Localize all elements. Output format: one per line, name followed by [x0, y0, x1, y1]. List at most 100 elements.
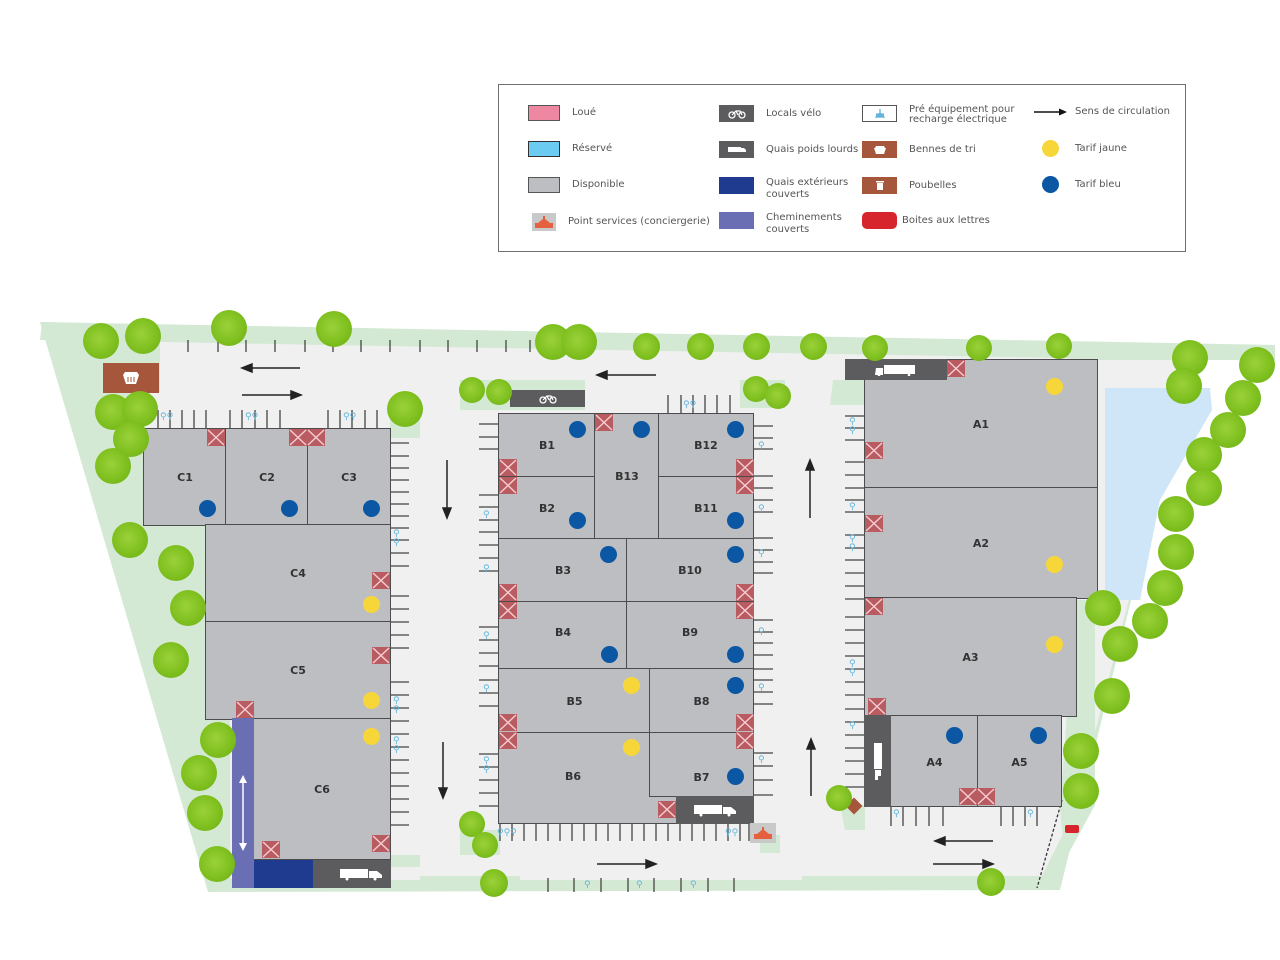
legend-label: Locals vélo — [766, 107, 822, 119]
tarif-jaune-dot-icon — [363, 596, 380, 613]
loading-door-icon — [736, 584, 754, 601]
loading-door-icon — [865, 442, 883, 459]
truck-dock-overlay — [845, 359, 947, 380]
truck-icon — [719, 141, 754, 158]
tree-icon — [743, 333, 770, 360]
tarif-jaune-dot-icon — [1046, 378, 1063, 395]
tree-icon — [1158, 496, 1194, 532]
tarif-bleu-dot-icon — [727, 677, 744, 694]
legend-item-reserve: Réservé — [528, 141, 612, 157]
concierge-point — [750, 823, 776, 843]
tarif-bleu-dot-icon — [569, 421, 586, 438]
covered-walkway-swatch — [719, 212, 754, 229]
tarif-jaune-dot-icon — [623, 739, 640, 756]
ev-charging-icon: ⚲⚲ — [849, 417, 856, 436]
unit-A5[interactable]: A5 — [977, 715, 1062, 807]
tree-icon — [966, 335, 992, 361]
ev-charging-icon: ⚲ — [849, 721, 856, 731]
ev-charging-icon: ⚲⚲ — [725, 828, 739, 838]
legend-item-poubelles: Poubelles — [862, 177, 957, 194]
unit-B13[interactable]: B13 — [594, 413, 660, 540]
tarif-bleu-dot-icon — [727, 512, 744, 529]
loading-door-icon — [499, 732, 517, 749]
loading-door-icon — [307, 429, 325, 446]
unit-label: B10 — [678, 564, 702, 577]
tree-icon — [800, 333, 827, 360]
tree-icon — [181, 755, 217, 791]
loading-door-icon — [736, 714, 754, 731]
legend-item-disponible: Disponible — [528, 177, 625, 193]
tarif-bleu-dot-icon — [727, 421, 744, 438]
loading-door-icon — [658, 801, 676, 818]
loading-door-icon — [595, 414, 613, 431]
legend-label: Réservé — [572, 143, 613, 154]
ev-charging-icon — [862, 105, 897, 122]
tarif-bleu-dot-icon — [569, 512, 586, 529]
bike-icon — [538, 394, 557, 404]
tree-icon — [472, 832, 498, 858]
truck-icon — [340, 869, 382, 881]
tree-icon — [1063, 733, 1099, 769]
legend-label: Boites aux lettres — [902, 214, 990, 226]
tree-icon — [486, 379, 512, 405]
sorting-bins — [103, 363, 159, 393]
tree-icon — [1063, 773, 1099, 809]
legend-label: Tarif jaune — [1075, 142, 1127, 154]
tree-icon — [1147, 570, 1183, 606]
bike-shelter — [510, 390, 585, 407]
unit-label: C3 — [341, 470, 357, 484]
tree-icon — [1046, 333, 1072, 359]
reserved-swatch — [528, 141, 560, 157]
ev-charging-icon: ⚲⚲ — [160, 412, 174, 422]
ev-charging-icon: ⚲ — [690, 880, 697, 890]
tarif-jaune-dot-icon — [1046, 556, 1063, 573]
loading-door-icon — [372, 647, 390, 664]
loading-door-icon — [736, 459, 754, 476]
legend-item-boites-aux-lettres: Boites aux lettres — [862, 212, 990, 229]
ev-charging-icon: ⚲⚲⚲ — [497, 828, 517, 838]
unit-A2[interactable]: A2 — [864, 487, 1098, 599]
legend-label: Cheminements couverts — [766, 212, 842, 235]
legend-label: Bennes de tri — [909, 143, 976, 155]
unit-label: B13 — [615, 470, 639, 483]
unit-label: B1 — [538, 439, 556, 452]
ev-charging-icon: ⚲ — [849, 502, 856, 512]
tree-icon — [83, 323, 119, 359]
tree-icon — [480, 869, 508, 897]
unit-A3[interactable]: A3 — [864, 597, 1077, 717]
tree-icon — [1186, 470, 1222, 506]
legend-item-quais-exterieurs: Quais extérieurs couverts — [719, 177, 856, 201]
unit-label: B12 — [694, 439, 718, 452]
tree-icon — [316, 311, 352, 347]
ev-charging-icon: ⚲⚲ — [245, 412, 259, 422]
concierge-icon — [754, 827, 772, 839]
legend-label: Loué — [572, 107, 597, 118]
unit-label: A4 — [926, 755, 943, 769]
tree-icon — [1166, 368, 1202, 404]
sorting-bin-icon — [123, 372, 139, 384]
unit-label: B11 — [694, 501, 718, 515]
unit-B12[interactable]: B12 — [658, 413, 754, 478]
ev-charging-icon: ⚲⚲ — [849, 534, 856, 553]
unit-C4[interactable]: C4 — [205, 524, 391, 623]
loading-door-icon — [736, 477, 754, 494]
parking-ticks-top — [187, 340, 531, 352]
legend-item-tarif-bleu: Tarif bleu — [1034, 176, 1121, 193]
truck-icon — [873, 743, 882, 780]
unit-B10[interactable]: B10 — [626, 538, 754, 603]
unit-C5[interactable]: C5 — [205, 621, 391, 720]
ev-charging-icon: ⚲ — [483, 631, 490, 641]
tree-icon — [765, 383, 791, 409]
legend-label: Disponible — [572, 179, 625, 190]
legend-item-quais-poids-lourds: Quais poids lourds — [719, 141, 858, 158]
legend-item-cheminements: Cheminements couverts — [719, 212, 856, 236]
legend-item-sens-circulation: Sens de circulation — [1034, 107, 1170, 117]
ev-charging-icon: ⚲ — [758, 549, 765, 559]
unit-label: A1 — [972, 417, 990, 431]
legend-label: Quais extérieurs couverts — [766, 177, 849, 200]
tarif-bleu-dot-icon — [600, 546, 617, 563]
unit-label: B7 — [693, 771, 710, 784]
unit-label: C6 — [314, 782, 330, 796]
ev-charging-icon: ⚲ — [758, 627, 765, 637]
unit-label: B6 — [565, 769, 582, 783]
